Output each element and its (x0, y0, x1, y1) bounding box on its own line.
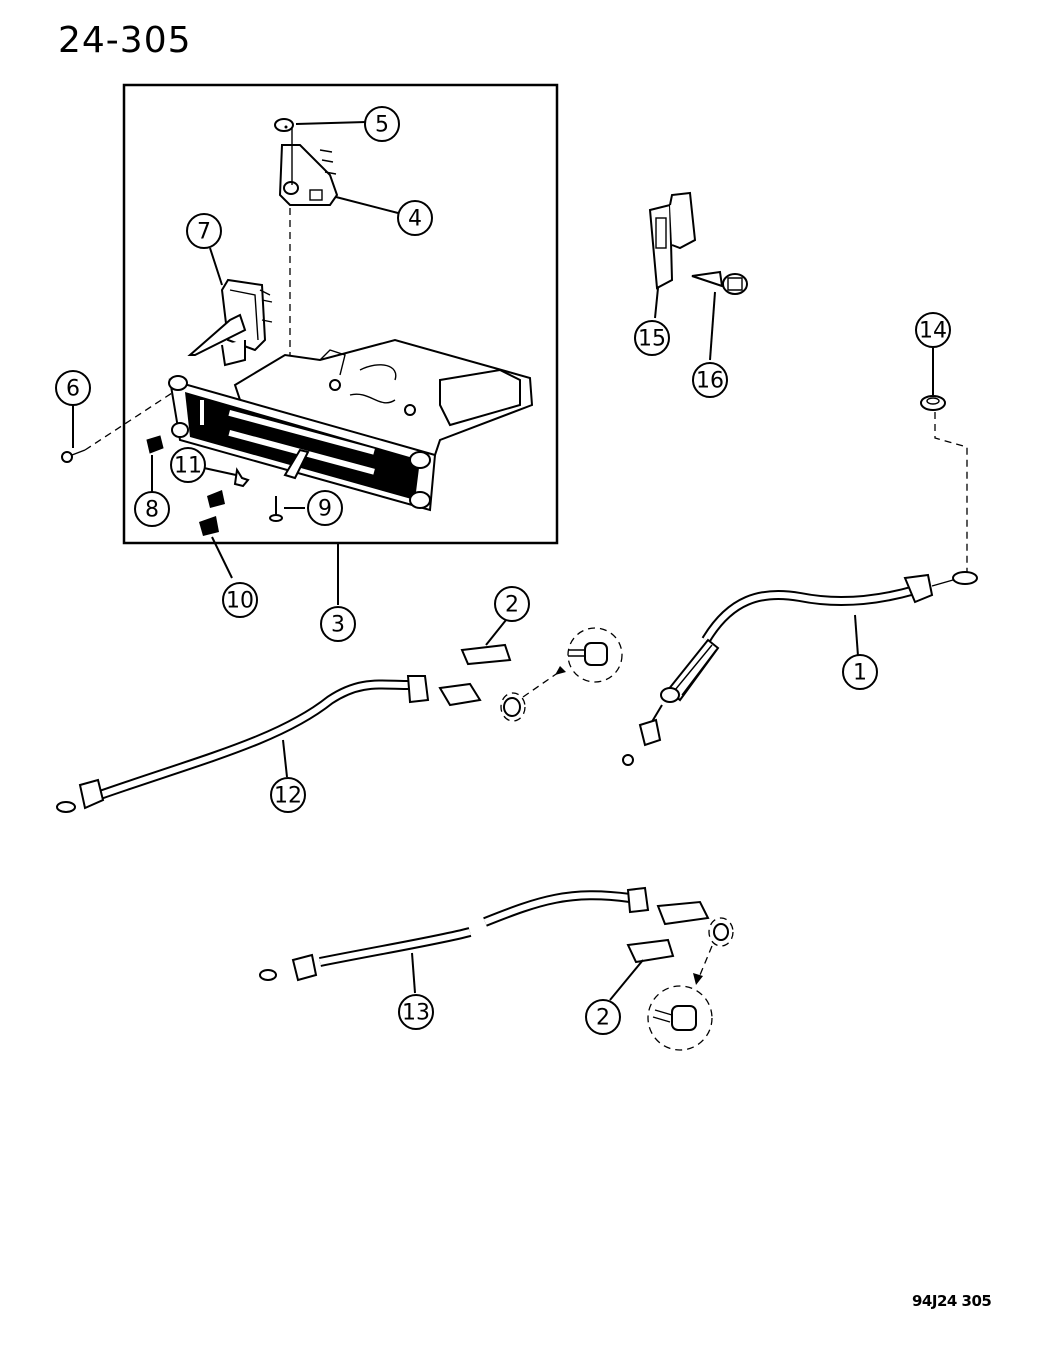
leader-11 (203, 467, 237, 476)
leader-4 (335, 196, 399, 214)
screw-16-part (691, 270, 748, 295)
cable-13-tip-detail (647, 985, 713, 1051)
screw-9-part (269, 496, 283, 522)
callout-14[interactable]: 14 (915, 312, 951, 348)
knob-10a-part (207, 490, 225, 508)
leader-2a (485, 619, 507, 646)
assembly-inset-frame (122, 83, 559, 545)
callout-5[interactable]: 5 (364, 106, 400, 142)
callout-2a[interactable]: 2 (494, 586, 530, 622)
leader-13 (411, 952, 416, 994)
leader-12 (282, 739, 288, 778)
callout-16-label: 16 (696, 369, 724, 394)
cable-1-mount-line (934, 412, 968, 575)
callout-12[interactable]: 12 (270, 777, 306, 813)
arrow-head-icon (693, 973, 703, 985)
clip-2b-part (626, 938, 675, 964)
leader-16 (709, 291, 716, 361)
cable-12-part (56, 675, 521, 813)
leader-5 (295, 121, 367, 125)
knob-8-part (146, 435, 164, 454)
callout-12-label: 12 (274, 784, 302, 809)
page-title: 24-305 (58, 20, 192, 61)
callout-9[interactable]: 9 (307, 490, 343, 526)
callout-7[interactable]: 7 (186, 213, 222, 249)
callout-5-label: 5 (375, 113, 389, 138)
callout-10-label: 10 (226, 589, 254, 614)
callout-2a-label: 2 (505, 593, 519, 618)
screw-6-part (61, 449, 86, 463)
bracket-15-part (648, 191, 697, 290)
leader-2b (609, 959, 644, 1001)
callout-13[interactable]: 13 (398, 994, 434, 1030)
cable-tip-enlarged-a (568, 642, 608, 666)
leader-15 (654, 287, 659, 319)
control-faceplate (168, 375, 437, 512)
arrow-head-icon (555, 666, 566, 675)
callout-7-label: 7 (197, 220, 211, 245)
callout-11[interactable]: 11 (170, 447, 206, 483)
callout-8-label: 8 (145, 498, 159, 523)
callout-11-label: 11 (174, 454, 202, 479)
callout-10[interactable]: 10 (222, 582, 258, 618)
cable-tip-enlarged-b (652, 1005, 697, 1031)
callout-2b[interactable]: 2 (585, 999, 621, 1035)
cable-1-part (622, 571, 978, 766)
callout-3-label: 3 (331, 613, 345, 638)
cable-12-tip-detail (567, 627, 623, 683)
callout-1[interactable]: 1 (842, 654, 878, 690)
callout-13-label: 13 (402, 1001, 430, 1026)
leader-1 (854, 614, 859, 657)
knob-10b-part (199, 516, 219, 536)
switch-4-part (278, 144, 339, 206)
cable-12-tip-detail-marker (500, 692, 526, 722)
callout-2b-label: 2 (596, 1006, 610, 1031)
clip-11-part (233, 467, 250, 488)
callout-4-label: 4 (408, 207, 422, 232)
callout-16[interactable]: 16 (692, 362, 728, 398)
nut-14-part (920, 395, 946, 411)
cable-13-detail-arrow (699, 945, 713, 976)
callout-3[interactable]: 3 (320, 606, 356, 642)
callout-14-label: 14 (919, 319, 947, 344)
callout-6[interactable]: 6 (55, 370, 91, 406)
figure-code: 94J24 305 (912, 1292, 992, 1310)
nut-5-part (274, 118, 294, 132)
callout-15[interactable]: 15 (634, 320, 670, 356)
callout-6-label: 6 (66, 377, 80, 402)
screw-6-install-line (84, 392, 173, 451)
callout-8[interactable]: 8 (134, 491, 170, 527)
cable-13-part (259, 886, 729, 982)
leader-7 (209, 247, 223, 286)
callout-4[interactable]: 4 (397, 200, 433, 236)
switch-7-part (187, 278, 273, 367)
cable-13-tip-detail-marker (708, 917, 734, 947)
clip-2a-part (460, 643, 512, 666)
callout-15-label: 15 (638, 327, 666, 352)
callout-9-label: 9 (318, 497, 332, 522)
leader-10 (211, 536, 233, 579)
callout-1-label: 1 (853, 661, 867, 686)
